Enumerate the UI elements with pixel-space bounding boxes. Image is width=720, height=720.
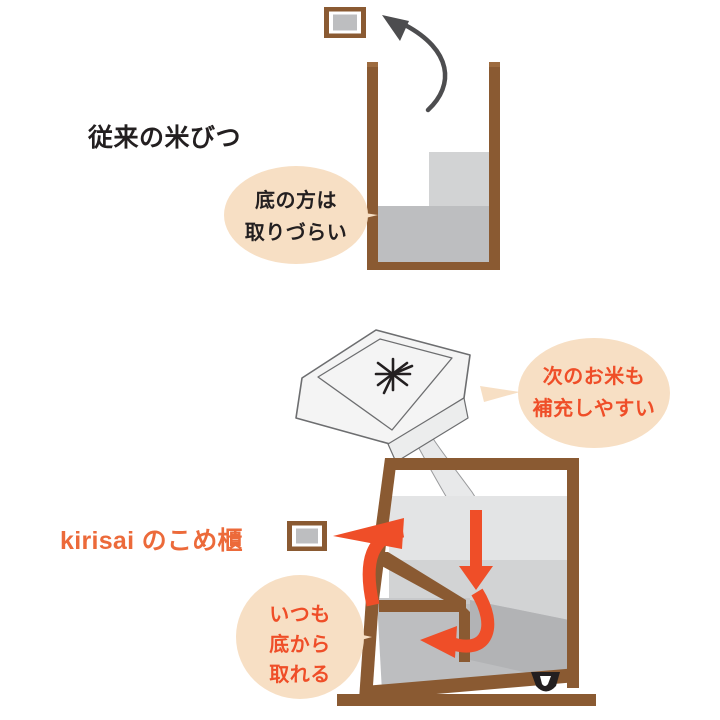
bottom-right-bubble-line-2: 補充しやすい [532,396,656,420]
conventional-rice-fill [371,152,497,267]
caster-wheel-icon [531,672,560,692]
rice-starburst-mark [374,357,414,395]
curve-to-front-arrow-icon [420,588,495,658]
brand-label-jp: のこめ櫃 [134,527,242,555]
down-arrow-icon [459,510,493,590]
bottom-left-bubble-body [236,575,364,699]
rice-bag [295,329,471,463]
bottom-section: kirisai のこめ櫃 次のお米も 補充しやすい いつも 底から 取れる [60,329,670,706]
flow-arrows [333,510,495,658]
bottom-left-bubble-line-1: いつも [269,603,331,626]
bottom-right-bubble-body [518,338,670,448]
lid-pointer-arrow-icon [333,518,405,607]
brand-label-latin: kirisai [60,527,134,555]
top-bubble-line-1: 底の方は [255,188,337,212]
bottom-right-bubble-line-1: 次のお米も [543,364,646,388]
lid-open-icon [324,7,366,38]
bottom-left-bubble-line-3: 取れる [269,663,331,686]
bottom-right-bubble-tail [480,386,520,402]
conventional-bin-frame [367,62,500,270]
top-section: 従来の米びつ 底の方は 取りづらい [87,7,500,270]
bottom-left-speech-bubble: いつも 底から 取れる [236,575,372,699]
top-section-title: 従来の米びつ [87,123,241,152]
bottom-right-speech-bubble: 次のお米も 補充しやすい [480,338,670,448]
top-speech-bubble: 底の方は 取りづらい [224,166,378,264]
kirisai-lid-icon [287,521,327,551]
top-bubble-line-2: 取りづらい [245,221,348,244]
lid-removal-arrow-icon [382,15,448,113]
top-bubble-body [224,166,368,264]
kirisai-brand-label: kirisai のこめ櫃 [60,527,243,555]
bottom-left-bubble-line-2: 底から [269,632,331,656]
